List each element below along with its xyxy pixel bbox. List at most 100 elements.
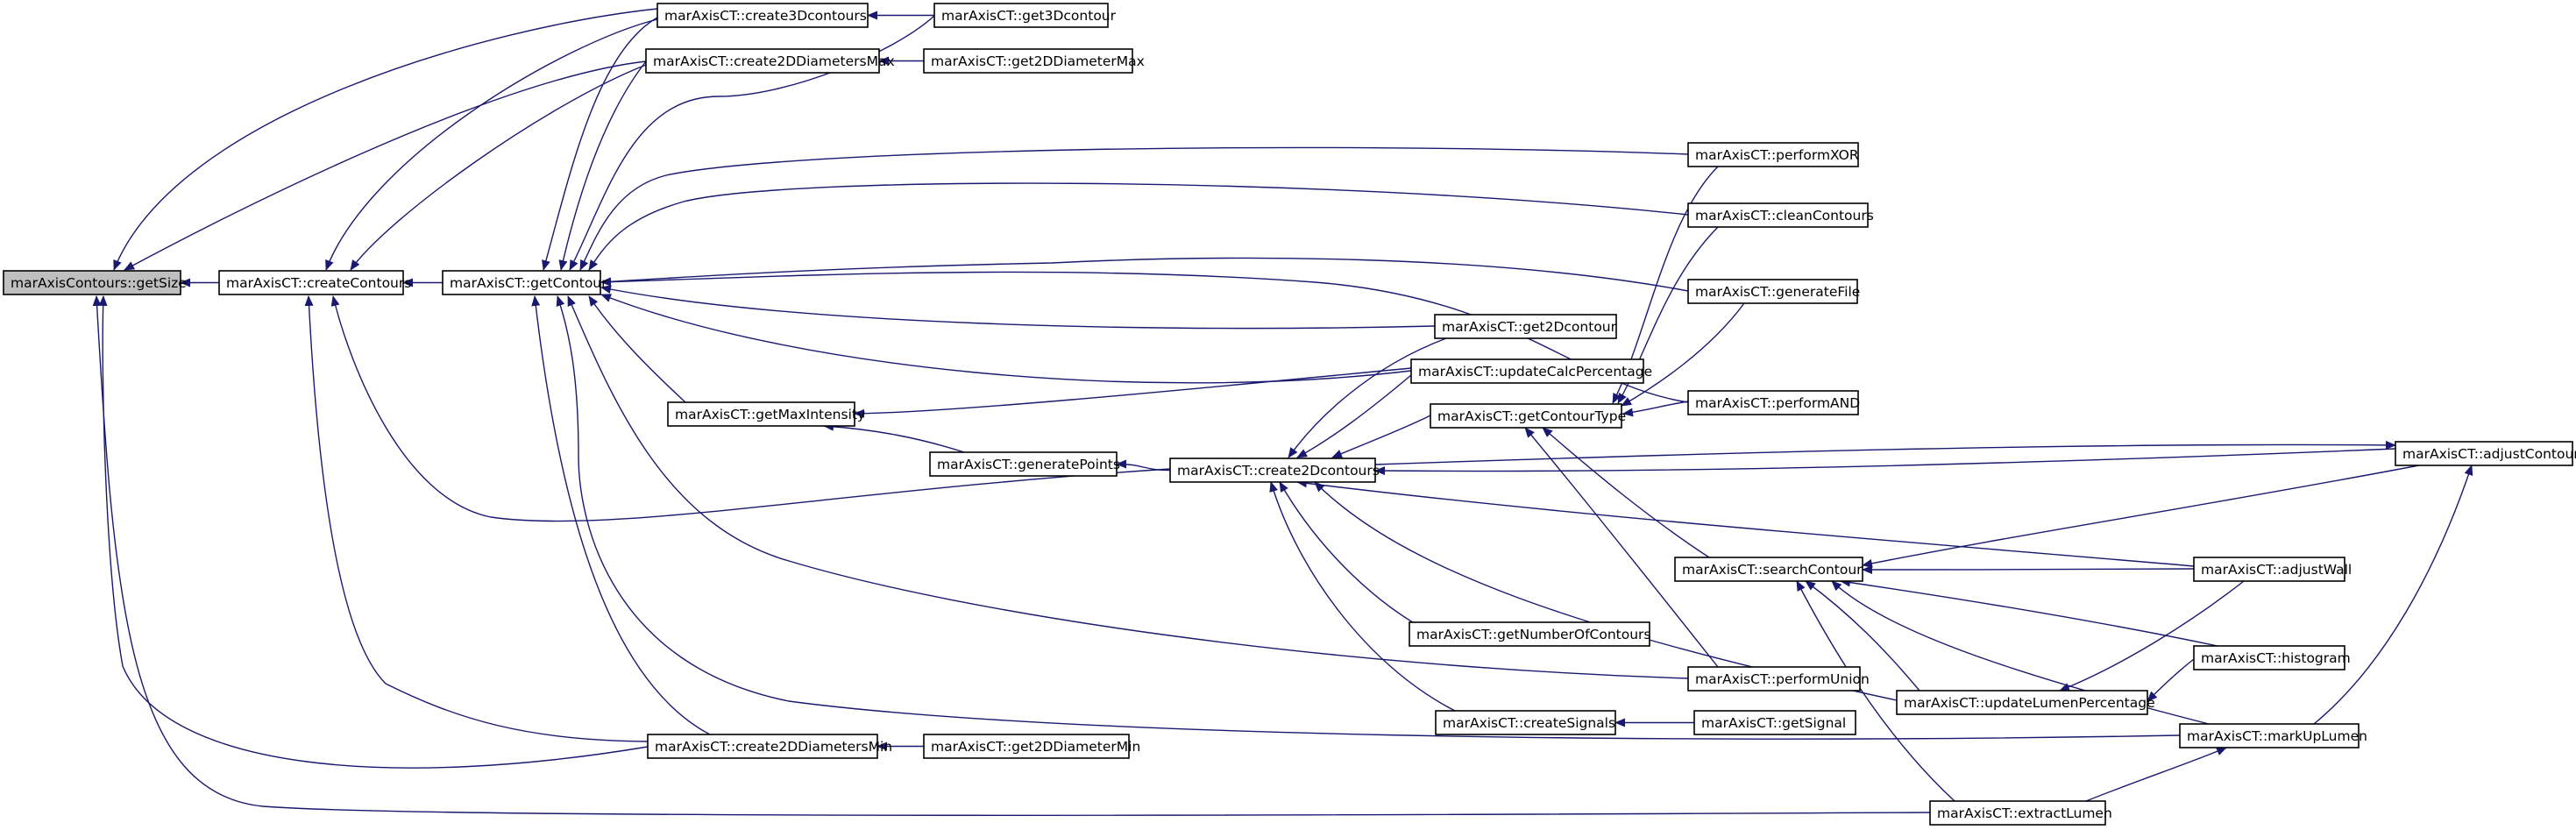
node-box <box>929 451 1118 477</box>
node-box <box>933 3 1109 28</box>
node-label: marAxisCT::get3Dcontour <box>941 8 1117 24</box>
edge-getNumberOfContours-to-create2Dcontours <box>1279 481 1421 628</box>
node-box <box>1687 390 1859 415</box>
node-label: marAxisCT::performAND <box>1695 395 1860 411</box>
node-box <box>923 734 1130 759</box>
node-get2DDiameterMin[interactable]: marAxisCT::get2DDiameterMin <box>923 734 1140 759</box>
edge-adjustContour-to-create2Dcontours <box>1374 448 2396 476</box>
node-box <box>645 48 880 74</box>
node-box <box>1674 557 1863 582</box>
node-create2DDiametersMax[interactable]: marAxisCT::create2DDiametersMax <box>645 48 895 74</box>
node-label: marAxisCT::create2Dcontours <box>1177 463 1380 479</box>
node-adjustContour[interactable]: marAxisCT::adjustContour <box>2395 441 2576 466</box>
node-label: marAxisCT::getContour <box>450 275 607 291</box>
edge-create2DDiametersMin-to-getSize <box>98 295 649 769</box>
edge-histogram-to-searchContour <box>1840 578 2218 647</box>
node-getSignal[interactable]: marAxisCT::getSignal <box>1693 710 1856 735</box>
edge-histogram-to-updateLumenPercentage <box>2147 658 2195 702</box>
edge-getContourType-to-create2Dcontours <box>1331 415 1431 458</box>
edge-create2Dcontours-to-generatePoints <box>1116 459 1171 472</box>
node-label: marAxisCT::searchContour <box>1682 562 1863 578</box>
edge-cleanContours-to-getContour <box>588 182 1689 271</box>
node-getMaxIntensity[interactable]: marAxisCT::getMaxIntensity <box>667 401 865 427</box>
node-getContourType[interactable]: marAxisCT::getContourType <box>1430 403 1626 429</box>
edge-create3Dcontours-to-getSize <box>113 8 658 271</box>
node-label: marAxisCT::adjustWall <box>2201 562 2352 578</box>
node-label: marAxisContours::getSize <box>11 275 187 291</box>
edge-updateLumenPercentage-to-searchContour <box>1805 580 1920 692</box>
node-box <box>218 270 404 295</box>
node-getNumberOfContours[interactable]: marAxisCT::getNumberOfContours <box>1409 621 1651 647</box>
edge-performUnion-to-getContourType <box>1524 427 1719 668</box>
node-histogram[interactable]: marAxisCT::histogram <box>2193 645 2351 670</box>
node-box <box>1693 710 1856 735</box>
node-get2DDiameterMax[interactable]: marAxisCT::get2DDiameterMax <box>923 48 1145 74</box>
edge-generateFile-to-getContourType <box>1621 302 1745 407</box>
node-box <box>1687 279 1858 304</box>
node-updateCalcPercentage[interactable]: marAxisCT::updateCalcPercentage <box>1410 358 1652 384</box>
node-updateLumenPercentage[interactable]: marAxisCT::updateLumenPercentage <box>1896 690 2155 715</box>
node-label: marAxisCT::get2Dcontour <box>1442 319 1617 335</box>
edge-performUnion-to-getContour <box>567 295 1689 679</box>
edge-markUpLumen-to-adjustContour <box>2313 465 2473 725</box>
edge-adjustWall-to-create2Dcontours <box>1296 479 2195 567</box>
node-label: marAxisCT::generatePoints <box>937 457 1120 472</box>
node-box <box>1929 800 2106 826</box>
edge-adjustWall-to-updateLumenPercentage <box>2059 580 2245 692</box>
edge-create2DDiametersMax-to-getSize <box>124 60 647 271</box>
node-box <box>1430 403 1622 429</box>
node-box <box>1687 142 1859 167</box>
node-markUpLumen[interactable]: marAxisCT::markUpLumen <box>2179 723 2367 748</box>
edge-getMaxIntensity-to-getContour <box>588 295 686 403</box>
node-createContours[interactable]: marAxisCT::createContours <box>218 270 411 295</box>
node-label: marAxisCT::extractLumen <box>1937 805 2112 821</box>
node-get2Dcontour[interactable]: marAxisCT::get2Dcontour <box>1434 314 1617 339</box>
node-label: marAxisCT::updateLumenPercentage <box>1904 695 2155 711</box>
node-label: marAxisCT::get2DDiameterMax <box>931 53 1145 69</box>
node-getContour[interactable]: marAxisCT::getContour <box>442 270 607 295</box>
node-create3Dcontours[interactable]: marAxisCT::create3Dcontours <box>656 3 869 28</box>
edge-generateFile-to-getContour <box>600 257 1689 292</box>
node-performXOR[interactable]: marAxisCT::performXOR <box>1687 142 1859 167</box>
node-cleanContours[interactable]: marAxisCT::cleanContours <box>1687 202 1874 228</box>
node-generateFile[interactable]: marAxisCT::generateFile <box>1687 279 1860 304</box>
node-box <box>656 3 869 28</box>
edge-create2DDiametersMin-to-createContours <box>304 295 649 742</box>
node-label: marAxisCT::generateFile <box>1695 284 1860 300</box>
node-performUnion[interactable]: marAxisCT::performUnion <box>1687 666 1870 692</box>
node-label: marAxisCT::createSignals <box>1443 715 1615 731</box>
node-extractLumen[interactable]: marAxisCT::extractLumen <box>1929 800 2112 826</box>
node-generatePoints[interactable]: marAxisCT::generatePoints <box>929 451 1120 477</box>
node-box <box>1169 458 1376 483</box>
edge-createSignals-to-create2Dcontours <box>1269 481 1456 712</box>
node-box <box>2395 441 2573 466</box>
node-label: marAxisCT::getNumberOfContours <box>1416 627 1651 642</box>
node-performAND[interactable]: marAxisCT::performAND <box>1687 390 1860 415</box>
node-get3Dcontour[interactable]: marAxisCT::get3Dcontour <box>933 3 1117 28</box>
node-searchContour[interactable]: marAxisCT::searchContour <box>1674 557 1863 582</box>
node-label: marAxisCT::create2DDiametersMin <box>655 739 892 755</box>
edge-extractLumen-to-getSize <box>92 295 1931 816</box>
node-create2Dcontours[interactable]: marAxisCT::create2Dcontours <box>1169 458 1380 483</box>
node-adjustWall[interactable]: marAxisCT::adjustWall <box>2193 557 2352 582</box>
node-label: marAxisCT::performXOR <box>1695 147 1859 163</box>
node-getSize[interactable]: marAxisContours::getSize <box>3 270 187 295</box>
node-createSignals[interactable]: marAxisCT::createSignals <box>1435 710 1616 735</box>
node-label: marAxisCT::getContourType <box>1437 408 1626 424</box>
edge-extractLumen-to-searchContour <box>1796 580 1955 802</box>
edge-create2DDiametersMax-to-createContours <box>350 64 647 271</box>
node-label: marAxisCT::adjustContour <box>2402 446 2576 462</box>
node-label: marAxisCT::performUnion <box>1695 671 1870 687</box>
node-box <box>1687 202 1869 228</box>
node-box <box>647 734 878 759</box>
edge-adjustWall-to-searchContour <box>1862 564 2195 574</box>
edge-get2Dcontour-to-getContour <box>600 285 1436 330</box>
node-create2DDiametersMin[interactable]: marAxisCT::create2DDiametersMin <box>647 734 892 759</box>
edge-performXOR-to-getContour <box>579 146 1689 271</box>
node-label: marAxisCT::createContours <box>226 275 411 291</box>
node-label: marAxisCT::cleanContours <box>1695 208 1874 223</box>
node-label: marAxisCT::updateCalcPercentage <box>1418 364 1652 380</box>
node-box <box>442 270 601 295</box>
